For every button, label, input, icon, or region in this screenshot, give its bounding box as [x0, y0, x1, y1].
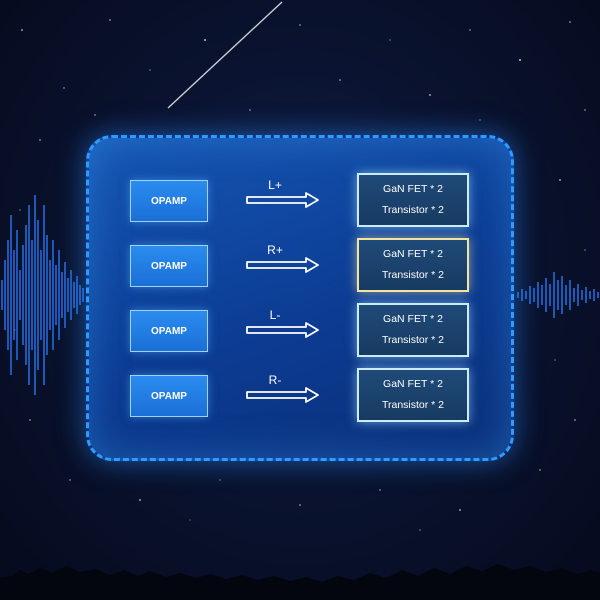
treeline-silhouette — [0, 564, 600, 600]
arrow-row-4 — [246, 387, 319, 403]
arrow-row-1 — [246, 192, 319, 208]
opamp-box: OPAMP — [130, 375, 208, 417]
signal-label: L- — [269, 308, 281, 322]
output-stage-box: GaN FET * 2 Transistor * 2 — [357, 303, 469, 357]
transistor-label: Transistor * 2 — [381, 399, 445, 411]
transistor-label: Transistor * 2 — [381, 334, 445, 346]
output-stage-box: GaN FET * 2 Transistor * 2 — [357, 173, 469, 227]
output-stage-box: GaN FET * 2 Transistor * 2 — [357, 238, 469, 292]
arrow-row-3 — [246, 322, 319, 338]
gan-fet-label: GaN FET * 2 — [383, 378, 443, 390]
opamp-label: OPAMP — [151, 390, 187, 402]
gan-fet-label: GaN FET * 2 — [383, 183, 443, 195]
output-stage-box: GaN FET * 2 Transistor * 2 — [357, 368, 469, 422]
opamp-label: OPAMP — [151, 325, 187, 337]
arrow-row-2 — [246, 257, 319, 273]
shooting-star — [167, 1, 283, 109]
opamp-box: OPAMP — [130, 245, 208, 287]
stars — [14, 19, 586, 531]
opamp-label: OPAMP — [151, 260, 187, 272]
transistor-label: Transistor * 2 — [381, 204, 445, 216]
gan-fet-label: GaN FET * 2 — [383, 248, 443, 260]
opamp-box: OPAMP — [130, 180, 208, 222]
transistor-label: Transistor * 2 — [381, 269, 445, 281]
signal-label: R+ — [267, 243, 283, 257]
gan-fet-label: GaN FET * 2 — [383, 313, 443, 325]
opamp-label: OPAMP — [151, 195, 187, 207]
signal-label: L+ — [268, 178, 282, 192]
opamp-box: OPAMP — [130, 310, 208, 352]
signal-label: R- — [268, 373, 282, 387]
